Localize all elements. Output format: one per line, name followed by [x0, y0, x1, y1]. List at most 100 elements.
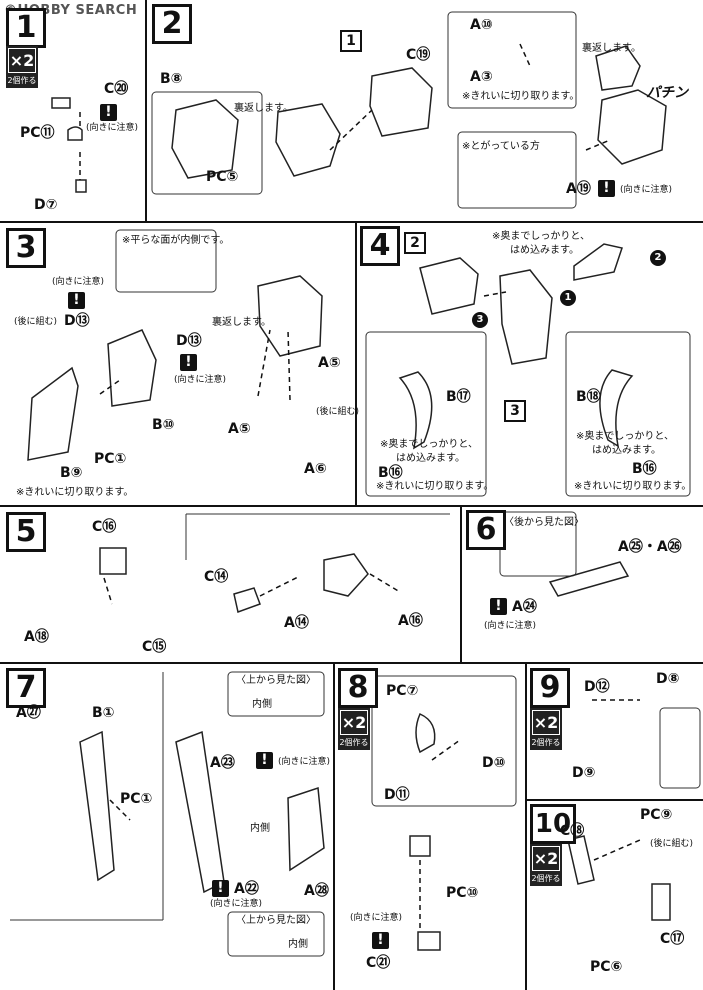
x2-caption: 2個作る [531, 738, 561, 747]
step-9-number: 9 [530, 668, 570, 708]
push-in-note-line2: はめ込みます。 [510, 245, 579, 256]
part-label-d8: D⑧ [656, 671, 680, 687]
x2-caption: 2個作る [531, 874, 561, 883]
part-label-b17: B⑰ [446, 389, 471, 405]
warning-icon: ! [68, 292, 85, 309]
warning-icon: ! [180, 354, 197, 371]
x2-caption: 2個作る [7, 76, 37, 85]
step-10-number: 10 [530, 804, 576, 844]
pointed-side-note: ※とがっている方 [462, 141, 540, 152]
inside-label-2: 内側 [250, 823, 270, 834]
flat-face-inside-note: ※平らな面が内側です。 [122, 235, 230, 246]
part-label-c19: C⑲ [406, 47, 431, 63]
part-label-pc10: PC⑩ [446, 885, 479, 901]
warning-icon: ! [212, 880, 229, 897]
snap-sound-label: パチン [646, 85, 688, 101]
part-label-a10: A⑩ [470, 17, 493, 33]
warning-icon: ! [100, 104, 117, 121]
part-label-a24: A㉔ [512, 599, 537, 615]
orientation-note: (向きに注意) [174, 375, 227, 385]
part-label-c18: C⑱ [560, 823, 585, 839]
part-label-c16: C⑯ [92, 519, 117, 535]
part-label-a14: A⑭ [284, 615, 309, 631]
orientation-note: (向きに注意) [620, 185, 673, 195]
order-mark-1: 1 [560, 290, 576, 306]
part-label-pc1-step7: PC① [120, 791, 153, 807]
x2-mark: ×2 [532, 846, 560, 871]
cut-clean-note-step2: ※きれいに切り取ります。 [462, 91, 580, 102]
part-label-b18: B⑱ [576, 389, 601, 405]
inside-label: 内側 [252, 699, 272, 710]
view-from-back-caption: 〈後から見た図〉 [504, 517, 584, 528]
assemble-later-note-2: (後に組む) [316, 407, 360, 417]
part-label-c21: C㉑ [366, 955, 391, 971]
orientation-note: (向きに注意) [350, 913, 403, 923]
orientation-note: (向きに注意) [278, 757, 331, 767]
part-label-a19: A⑲ [566, 181, 591, 197]
part-label-b9: B⑨ [60, 465, 83, 481]
cut-clean-note-step4-right: ※きれいに切り取ります。 [574, 481, 692, 492]
flip-over-note-2: 裏返します。 [582, 43, 641, 54]
part-label-pc11: PC⑪ [20, 125, 55, 141]
part-label-b10: B⑩ [152, 417, 175, 433]
part-label-c20: C⑳ [104, 81, 129, 97]
part-label-pc7: PC⑦ [386, 683, 419, 699]
part-label-d7: D⑦ [34, 197, 58, 213]
inside-label-3: 内側 [288, 939, 308, 950]
part-label-a27: A㉗ [16, 705, 41, 721]
ref-step-1-box: 1 [340, 30, 362, 52]
step-1-x2-badge: ×2 2個作る [6, 46, 38, 88]
flip-over-note-3: 裏返します。 [212, 317, 271, 328]
push-in-note-left-line2: はめ込みます。 [396, 453, 465, 464]
step-1-number: 1 [6, 8, 46, 48]
part-label-a22: A㉒ [234, 881, 259, 897]
assemble-later-note: (後に組む) [14, 317, 58, 327]
orientation-note: (向きに注意) [86, 123, 139, 133]
part-label-pc9: PC⑨ [640, 807, 673, 823]
part-label-pc6: PC⑥ [590, 959, 623, 975]
part-label-d13-left: D⑬ [64, 313, 90, 329]
step-4-number: 4 [360, 226, 400, 266]
push-in-note-right-line2: はめ込みます。 [592, 445, 661, 456]
step-9-x2-badge: ×2 2個作る [530, 708, 562, 750]
part-label-d11: D⑪ [384, 787, 410, 803]
warning-icon: ! [490, 598, 507, 615]
part-label-a23: A㉓ [210, 755, 235, 771]
x2-mark: ×2 [340, 710, 368, 735]
push-in-note-left-line1: ※奥までしっかりと、 [380, 439, 478, 450]
flip-over-note: 裏返します。 [234, 103, 293, 114]
part-label-a25-a26: A㉕・A㉖ [618, 539, 682, 555]
part-label-a18: A⑱ [24, 629, 49, 645]
step-5-number: 5 [6, 512, 46, 552]
part-label-c14: C⑭ [204, 569, 229, 585]
orientation-note: (向きに注意) [52, 277, 105, 287]
step-6-number: 6 [466, 510, 506, 550]
step-8-number: 8 [338, 668, 378, 708]
part-label-a5-right: A⑤ [318, 355, 341, 371]
part-label-a6: A⑥ [304, 461, 327, 477]
push-in-note-line1: ※奥までしっかりと、 [492, 231, 590, 242]
order-mark-2: 2 [650, 250, 666, 266]
part-label-c15: C⑮ [142, 639, 167, 655]
ref-step-2-box: 2 [404, 232, 426, 254]
x2-mark: ×2 [8, 48, 36, 73]
assemble-later-note-step10: (後に組む) [650, 839, 694, 849]
part-label-d10: D⑩ [482, 755, 506, 771]
order-mark-3: 3 [472, 312, 488, 328]
step-10-x2-badge: ×2 2個作る [530, 844, 562, 886]
x2-mark: ×2 [532, 710, 560, 735]
warning-icon: ! [372, 932, 389, 949]
push-in-note-right-line1: ※奥までしっかりと、 [576, 431, 674, 442]
part-label-b16-right: B⑯ [632, 461, 657, 477]
warning-icon: ! [256, 752, 273, 769]
cut-clean-note-step4-left: ※きれいに切り取ります。 [376, 481, 494, 492]
part-label-a3: A③ [470, 69, 493, 85]
ref-step-3-box: 3 [504, 400, 526, 422]
orientation-note: (向きに注意) [210, 899, 263, 909]
part-label-d13-right: D⑬ [176, 333, 202, 349]
part-label-b1: B① [92, 705, 115, 721]
step-7-number: 7 [6, 668, 46, 708]
step-3-number: 3 [6, 228, 46, 268]
